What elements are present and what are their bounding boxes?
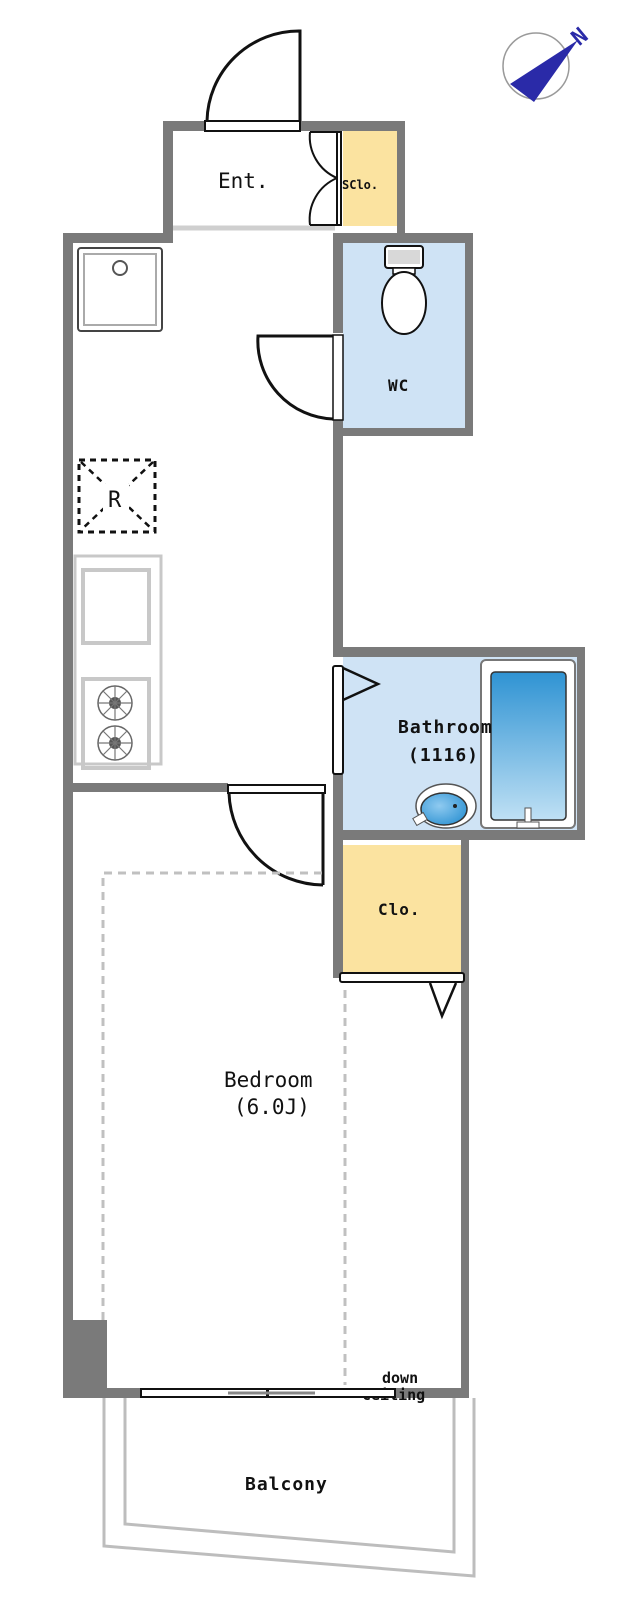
kitchen-counter xyxy=(73,554,163,770)
wc-door[interactable] xyxy=(256,334,344,421)
closet-door[interactable] xyxy=(339,972,465,1020)
wc-label: WC xyxy=(388,376,409,395)
bathroom-door[interactable] xyxy=(332,665,382,775)
shoe-closet-fill xyxy=(343,131,397,226)
stove-burner-icon xyxy=(97,725,133,761)
closet-fill xyxy=(343,845,461,973)
balcony-outline xyxy=(102,1398,476,1578)
north-compass-icon: N xyxy=(502,23,593,102)
bedroom-label: Bedroom xyxy=(224,1068,313,1092)
closet-label: Clo. xyxy=(378,900,421,919)
refrigerator-label: R xyxy=(108,488,122,513)
kitchen-sink-counter xyxy=(77,247,163,332)
shoe-closet-doors[interactable] xyxy=(308,131,342,226)
bathroom-size: (1116) xyxy=(408,745,479,766)
balcony-sliding-window[interactable] xyxy=(140,1388,396,1398)
entrance-door[interactable] xyxy=(204,29,302,132)
bedroom-dashed-outline xyxy=(101,871,347,1385)
entrance-label: Ent. xyxy=(218,169,269,193)
walls xyxy=(63,121,585,1398)
bathtub xyxy=(480,659,576,829)
bathroom-label: Bathroom xyxy=(398,717,493,738)
down-ceiling-line1: down xyxy=(382,1369,418,1387)
bedroom-door[interactable] xyxy=(227,784,326,887)
shoe-closet-label: SClo. xyxy=(342,178,378,192)
bedroom-size: (6.0J) xyxy=(234,1095,310,1119)
washbasin-icon xyxy=(412,783,477,829)
toilet-icon xyxy=(381,245,427,335)
refrigerator-space: R xyxy=(77,458,157,534)
balcony-label: Balcony xyxy=(245,1474,328,1495)
stove-burner-icon xyxy=(97,685,133,721)
